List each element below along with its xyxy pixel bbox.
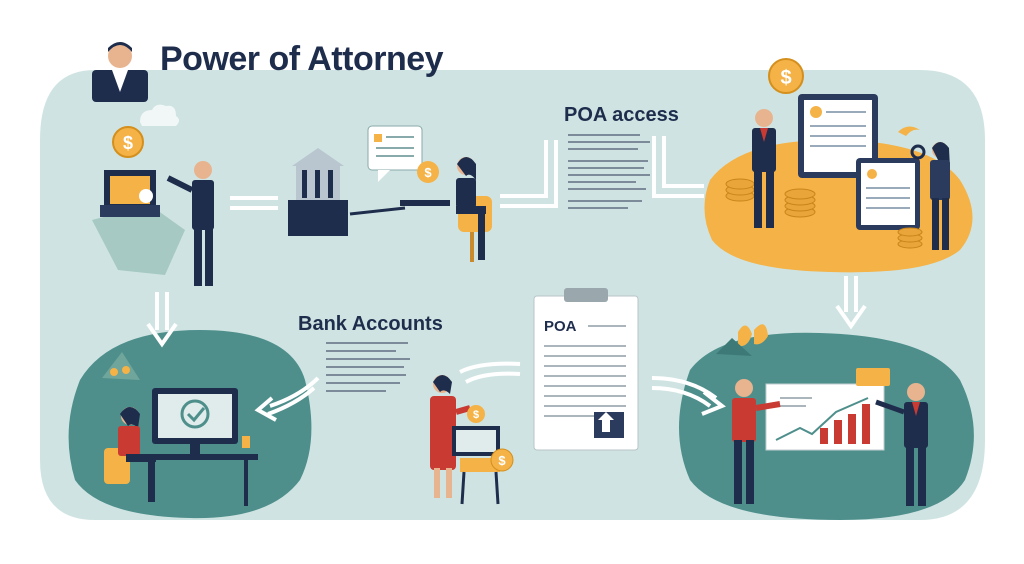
poa-document-title: POA — [544, 318, 577, 335]
dollar-coin-icon: $ — [112, 126, 144, 158]
coin-stacks — [725, 178, 923, 249]
presenter-man-red — [732, 379, 781, 504]
clipboard-icon — [533, 288, 639, 451]
bank-accounts-text-lines — [326, 342, 410, 392]
arrow-icon — [349, 206, 406, 216]
speech-bubble — [856, 368, 890, 386]
businessman-figure — [166, 161, 214, 286]
bank-building-icon — [288, 148, 348, 236]
poa-access-text-lines — [568, 134, 650, 209]
woman-with-money — [430, 375, 471, 498]
leaf-decor — [738, 324, 768, 347]
cloud-icon — [140, 104, 179, 126]
svg-text:$: $ — [424, 165, 432, 180]
document-board — [798, 94, 878, 178]
document-icon — [367, 125, 423, 182]
arrow-to-woman — [459, 361, 521, 384]
connector-bracket-left — [500, 140, 558, 208]
plant-decor — [102, 352, 140, 380]
down-arrow-left — [146, 292, 178, 348]
cash-box — [452, 426, 500, 505]
businessman-figure — [752, 109, 776, 228]
arrow-to-presentation — [651, 376, 726, 416]
desk — [140, 454, 258, 460]
svg-text:$: $ — [780, 67, 791, 89]
woman-at-desk — [400, 157, 492, 262]
ground-shape — [92, 205, 185, 275]
atm-machine — [100, 170, 160, 217]
svg-text:$: $ — [498, 453, 506, 468]
connector-bracket-right — [652, 136, 704, 198]
dollar-coin-icon: $ — [467, 405, 485, 423]
down-arrow-right — [835, 276, 867, 330]
dollar-coin-icon: $ — [490, 448, 514, 472]
growth-chart-icon — [765, 383, 885, 451]
page-title: Power of Attorney — [160, 40, 444, 78]
poa-access-label: POA access — [564, 104, 679, 126]
woman-with-magnifier — [910, 142, 950, 250]
dollar-coin-icon: $ — [768, 58, 804, 94]
plant-decor — [716, 338, 752, 356]
businessman-avatar-icon — [92, 42, 148, 102]
document-board — [856, 158, 920, 230]
bank-accounts-label: Bank Accounts — [298, 313, 443, 335]
dollar-coin-icon: $ — [417, 161, 439, 183]
bird-icon — [898, 126, 920, 136]
connector-lines-1 — [230, 196, 278, 210]
woman-at-monitor — [104, 407, 156, 502]
svg-text:$: $ — [123, 133, 133, 153]
presenter-man-suit — [875, 383, 928, 506]
pencil-cup — [242, 436, 250, 448]
svg-text:$: $ — [473, 409, 479, 421]
arrow-to-monitor — [254, 376, 320, 422]
checkmark-monitor-icon — [152, 388, 238, 454]
